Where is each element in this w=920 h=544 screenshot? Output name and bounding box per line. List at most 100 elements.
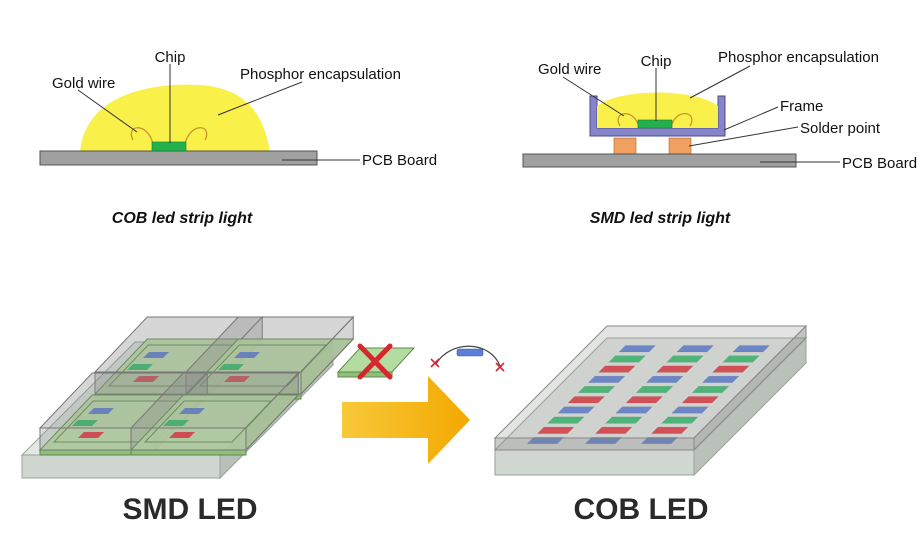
- wire-cross-left: [430, 358, 440, 368]
- cob-chip-label: Chip: [155, 49, 186, 66]
- smd-caption: SMD led strip light: [590, 210, 731, 227]
- smd-solder-left: [613, 137, 637, 155]
- cob-led-chip: [711, 365, 750, 373]
- smd-led-package: [129, 371, 300, 456]
- smd-led-title: SMD LED: [123, 493, 258, 526]
- cob-led-chip: [655, 365, 694, 373]
- smd-phosphor: [597, 92, 718, 128]
- cob-gold-wire-label: Gold wire: [52, 75, 115, 92]
- cob-led-chip: [608, 355, 646, 363]
- cob-led-chip: [567, 396, 606, 404]
- smd-gold-wire-left: [617, 113, 639, 127]
- cob-led-array: [526, 345, 771, 445]
- cob-led-chip: [645, 375, 684, 383]
- smd-pcb-label: PCB Board: [842, 155, 917, 172]
- smd-solder-label: Solder point: [800, 120, 881, 137]
- smd-frame-label: Frame: [780, 98, 823, 115]
- smd-gold-wire-leader: [562, 76, 625, 117]
- smd-red-chip: [78, 432, 104, 438]
- smd-led-package: [184, 315, 355, 400]
- cob-phosphor-label: Phosphor encapsulation: [240, 66, 401, 83]
- smd-green-chip: [163, 420, 189, 426]
- cob-led-chip: [676, 345, 715, 353]
- cob-caption: COB led strip light: [112, 210, 253, 227]
- cob-led-chip: [587, 375, 626, 383]
- cob-led-chip: [681, 396, 720, 404]
- cob-led-chip: [666, 355, 704, 363]
- cob-led-chip: [536, 426, 575, 434]
- cob-gold-wire-left: [130, 127, 154, 145]
- cob-led-chip: [671, 406, 709, 414]
- cob-led-title: COB LED: [574, 493, 709, 526]
- cob-gold-wire-right: [184, 127, 208, 145]
- smd-solder-leader: [688, 126, 799, 147]
- cob-encapsulation-front: [494, 437, 695, 451]
- smd-led-packages: [38, 315, 355, 456]
- smd-package-base-edge: [130, 449, 247, 456]
- cob-led-chip: [722, 355, 760, 363]
- wire-cross-right: [495, 362, 505, 372]
- cob-led-chip: [640, 437, 679, 445]
- smd-gold-wire-right: [671, 113, 693, 127]
- cob-led-chip: [615, 406, 653, 414]
- smd-phosphor-leader: [689, 65, 751, 99]
- smd-chip-label: Chip: [641, 53, 672, 70]
- smd-red-chip: [169, 432, 195, 438]
- smd-blue-chip: [179, 408, 205, 414]
- smd-gold-wire-label: Gold wire: [538, 61, 601, 78]
- cob-led-chip: [660, 416, 699, 424]
- cob-led-chip: [604, 416, 643, 424]
- smd-green-chip: [127, 364, 153, 370]
- cob-led-chip: [584, 437, 623, 445]
- cob-led-chip: [635, 386, 674, 394]
- smd-cross-section: Gold wire Chip Phosphor encapsulation Fr…: [522, 49, 917, 227]
- smd-red-chip: [224, 376, 250, 382]
- removed-package-icon: [336, 343, 416, 380]
- cob-pcb-label: PCB Board: [362, 152, 437, 169]
- smd-board-front: [21, 454, 221, 479]
- cob-led-chip: [618, 345, 657, 353]
- smd-green-chip: [72, 420, 98, 426]
- smd-housing-side: [300, 315, 354, 396]
- smd-blue-chip: [143, 352, 169, 358]
- smd-inner-frame: [143, 400, 273, 443]
- smd-blue-chip: [88, 408, 114, 414]
- smd-pcb-board: [522, 153, 797, 168]
- cob-led-chip: [732, 345, 771, 353]
- smd-housing-side: [245, 371, 299, 452]
- smd-blue-chip: [234, 352, 260, 358]
- cob-led-chip: [557, 406, 595, 414]
- cob-led-chip: [526, 437, 565, 445]
- cob-led-chip: [691, 386, 730, 394]
- cob-chip: [151, 141, 187, 152]
- cob-encapsulation-side: [693, 324, 807, 452]
- cob-led-chip: [701, 375, 740, 383]
- transition-arrow: [342, 376, 470, 464]
- cob-board-front: [494, 449, 695, 476]
- smd-red-chip: [133, 376, 159, 382]
- cob-phosphor-leader: [217, 81, 303, 116]
- cob-led-chip: [650, 426, 689, 434]
- wire-arc: [435, 345, 501, 367]
- smd-inner-frame: [198, 344, 328, 387]
- cob-led-chip: [597, 365, 636, 373]
- wire-chip: [456, 348, 484, 357]
- cob-led-chip: [577, 386, 616, 394]
- smd-phosphor-label: Phosphor encapsulation: [718, 49, 879, 66]
- cob-led-board: [493, 324, 808, 477]
- cob-led-chip: [625, 396, 664, 404]
- cob-led-chip: [546, 416, 585, 424]
- smd-green-chip: [218, 364, 244, 370]
- smd-frame-leader: [723, 106, 779, 131]
- cob-gold-wire-leader: [77, 89, 138, 133]
- cob-led-chip: [594, 426, 633, 434]
- cob-phosphor-dome: [80, 84, 270, 152]
- cross-mark-stroke-2: [357, 343, 393, 380]
- cob-pcb-board: [39, 150, 318, 166]
- smd-solder-right: [668, 137, 692, 155]
- smd-chip: [637, 119, 673, 129]
- cob-cross-section: Chip Gold wire Phosphor encapsulation PC…: [39, 49, 437, 227]
- smd-led-board: [20, 315, 355, 480]
